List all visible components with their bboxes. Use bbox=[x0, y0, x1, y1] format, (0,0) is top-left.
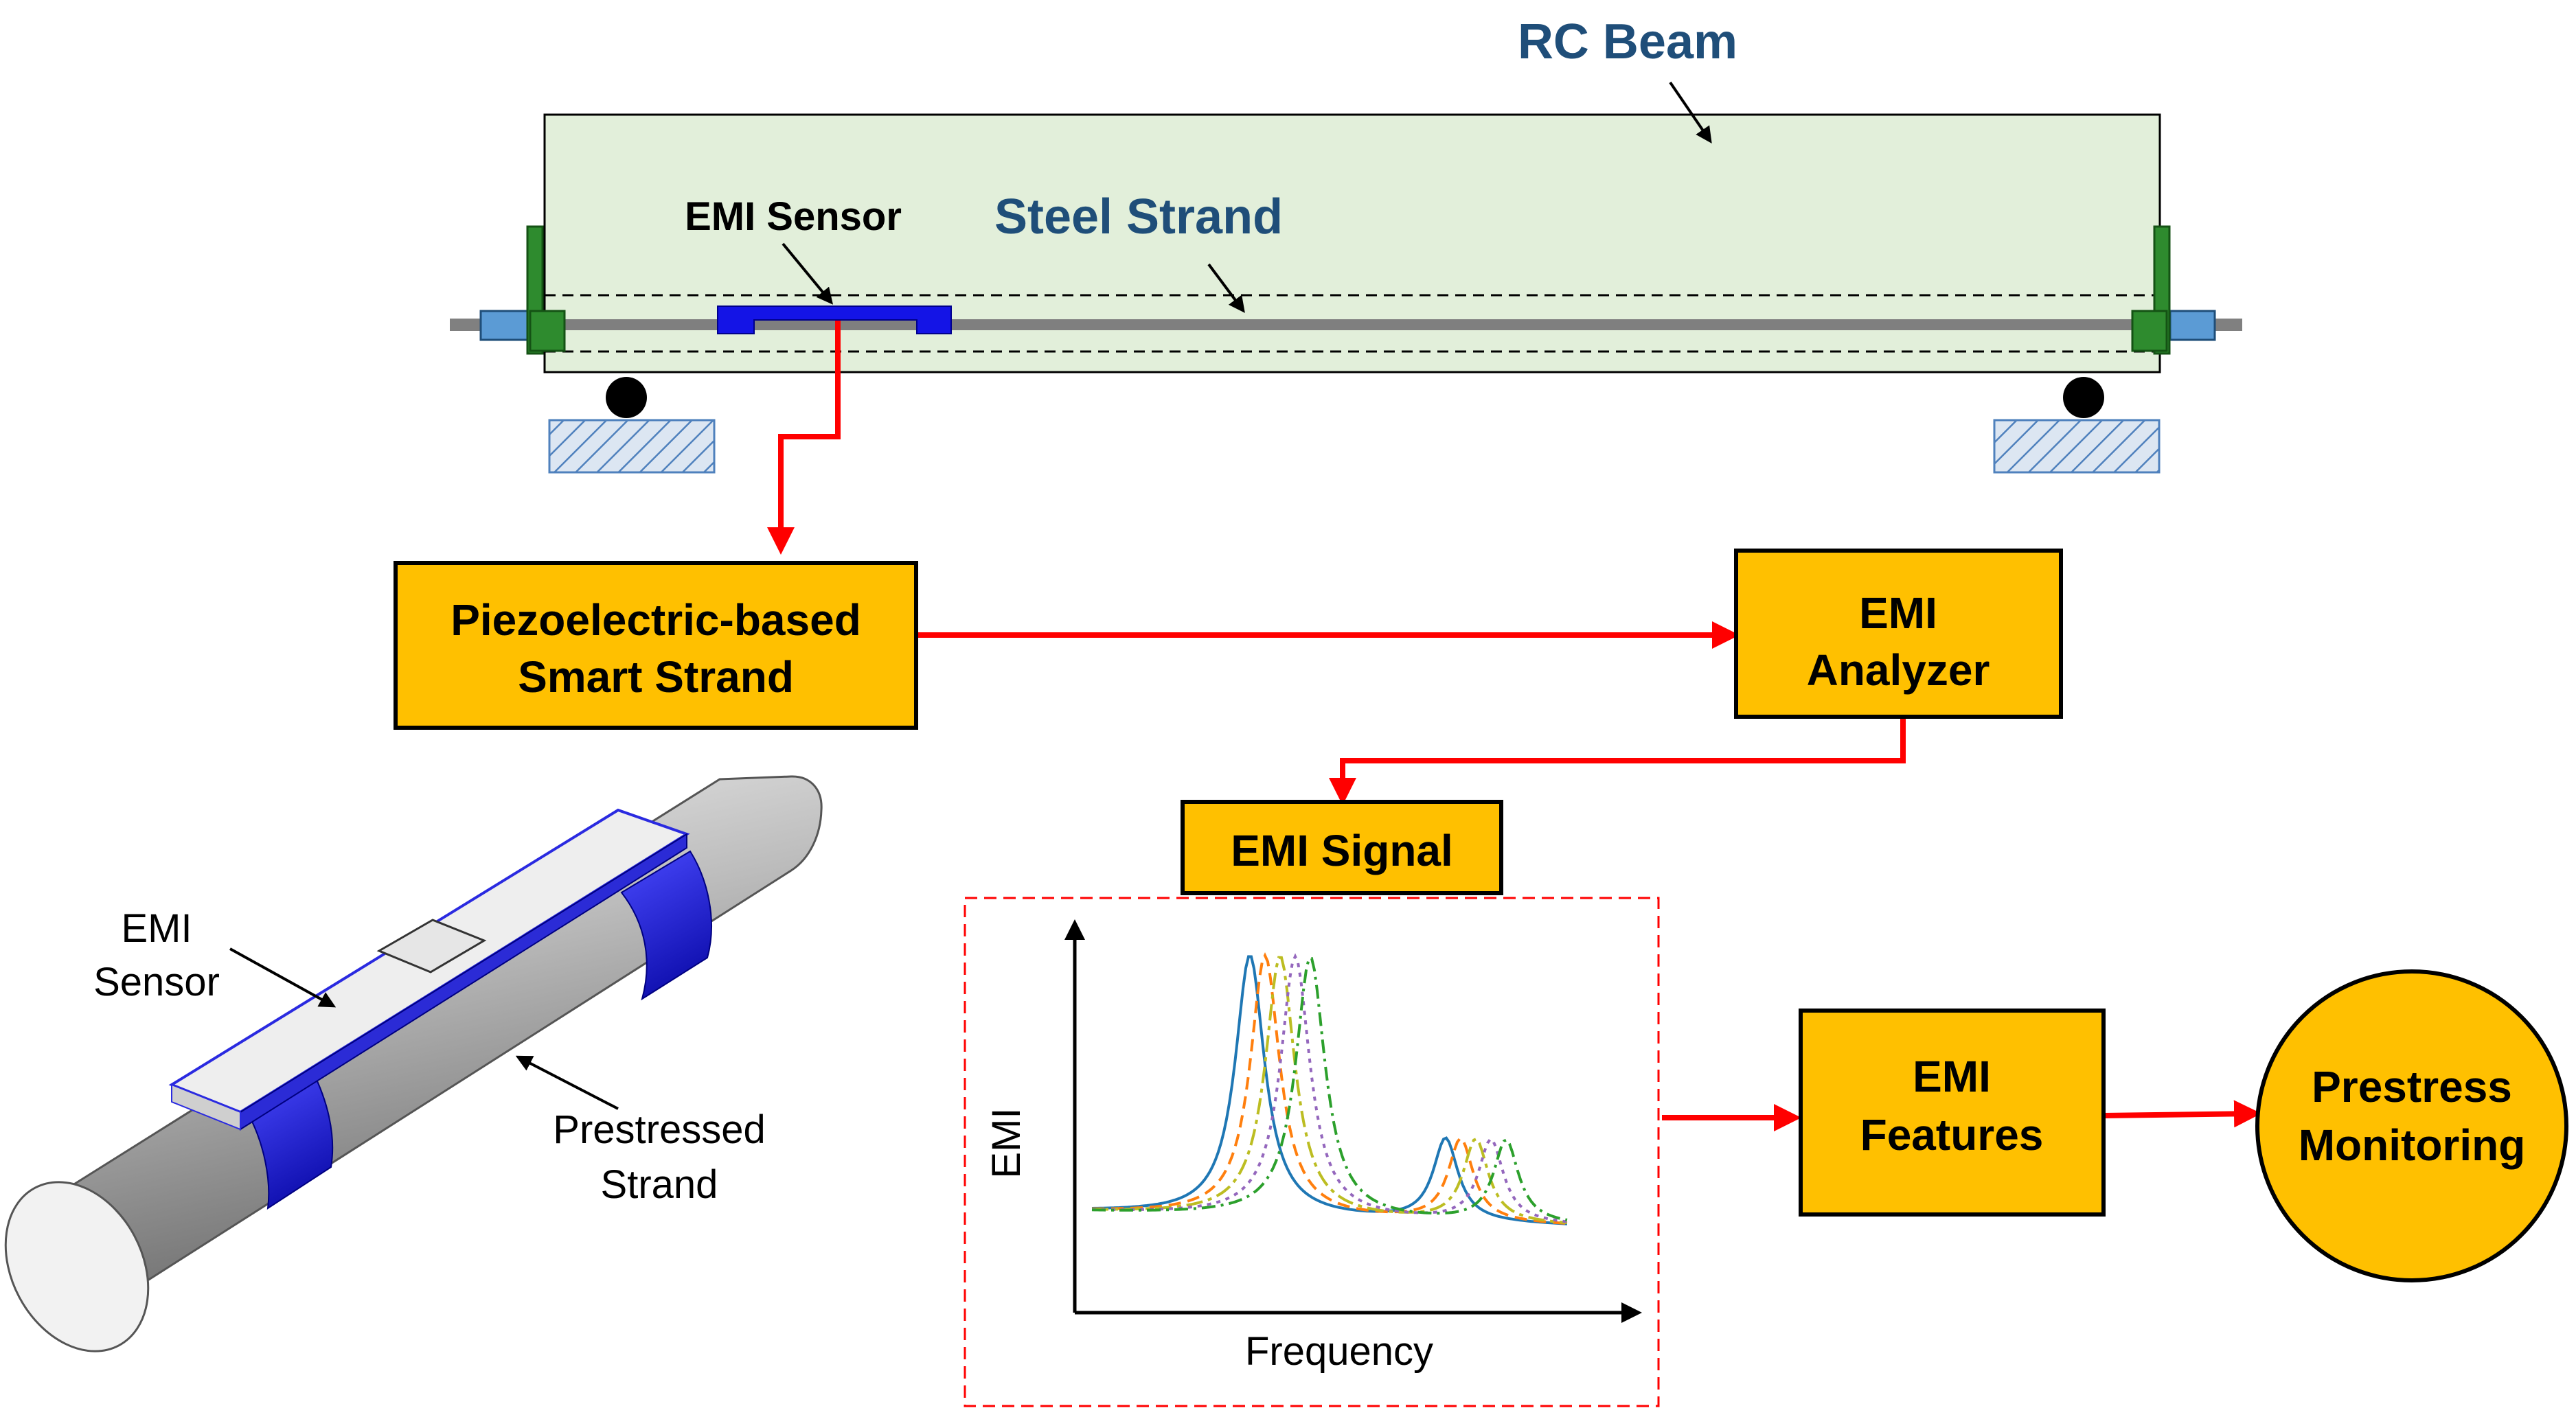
emi-features-box: EMI Features bbox=[1799, 1009, 2106, 1217]
emi-sensor-label: EMI Sensor bbox=[685, 194, 902, 239]
x-axis-label: Frequency bbox=[1245, 1329, 1433, 1374]
roller-right bbox=[2063, 377, 2104, 418]
svg-text:Piezoelectric-based: Piezoelectric-based bbox=[451, 595, 861, 645]
roller-left bbox=[606, 377, 647, 418]
emi-curve-5 bbox=[1091, 956, 1568, 1221]
emi-curves bbox=[1091, 952, 1568, 1225]
connector-arrows bbox=[767, 321, 2261, 1131]
svg-text:EMI: EMI bbox=[1913, 1052, 1991, 1101]
svg-text:Features: Features bbox=[1860, 1110, 2044, 1160]
emi-curve-2 bbox=[1092, 952, 1568, 1225]
svg-text:EMI Signal: EMI Signal bbox=[1231, 826, 1453, 875]
smart-strand-box: Piezoelectric-based Smart Strand bbox=[394, 561, 918, 730]
emi-signal-plot: EMI Frequency bbox=[964, 897, 1660, 1407]
rc-beam-title: RC Beam bbox=[1518, 14, 1737, 69]
emi-curve-1 bbox=[1091, 955, 1568, 1225]
emi-signal-box: EMI Signal bbox=[1181, 800, 1503, 895]
model-sensor-label-2: Sensor bbox=[93, 960, 220, 1004]
sensor-band-right bbox=[620, 850, 712, 1001]
arrow-features-to-monitoring bbox=[2103, 1100, 2261, 1128]
plot-frame bbox=[964, 897, 1660, 1407]
anchor-right-cap bbox=[2169, 310, 2216, 341]
prestress-monitoring-circle: Prestress Monitoring bbox=[2255, 969, 2568, 1282]
emi-curve-3 bbox=[1092, 956, 1568, 1225]
rc-beam-section: RC Beam EMI Sensor Steel Strand bbox=[450, 14, 2242, 474]
rc-beam-body bbox=[543, 113, 2161, 373]
emi-curve-4 bbox=[1091, 953, 1568, 1223]
pzt-patch bbox=[376, 919, 487, 974]
strand-end-cap bbox=[4, 1181, 150, 1352]
svg-text:Monitoring: Monitoring bbox=[2299, 1120, 2526, 1170]
svg-text:Smart Strand: Smart Strand bbox=[518, 652, 794, 702]
support-right bbox=[1993, 419, 2161, 474]
emi-analyzer-box: EMI Analyzer bbox=[1734, 549, 2063, 719]
steel-strand-label: Steel Strand bbox=[994, 189, 1283, 244]
svg-text:Prestress: Prestress bbox=[2312, 1062, 2512, 1111]
emi-sensor-mount bbox=[717, 306, 952, 334]
anchor-left-cap bbox=[479, 310, 529, 341]
svg-text:Analyzer: Analyzer bbox=[1807, 645, 1990, 695]
arrow-sensor-to-smart-strand bbox=[767, 321, 841, 555]
strand-cylinder bbox=[12, 775, 823, 1291]
strand-3d-model: EMI Sensor Prestressed Strand bbox=[4, 775, 823, 1352]
model-strand-label-1: Prestressed bbox=[553, 1107, 765, 1152]
svg-text:EMI: EMI bbox=[1859, 588, 1937, 638]
model-strand-label-2: Strand bbox=[601, 1162, 718, 1207]
y-axis-label: EMI bbox=[984, 1107, 1029, 1178]
arrow-analyzer-to-signal bbox=[1329, 717, 1906, 805]
support-left bbox=[548, 419, 716, 474]
model-sensor-label-1: EMI bbox=[121, 906, 192, 951]
